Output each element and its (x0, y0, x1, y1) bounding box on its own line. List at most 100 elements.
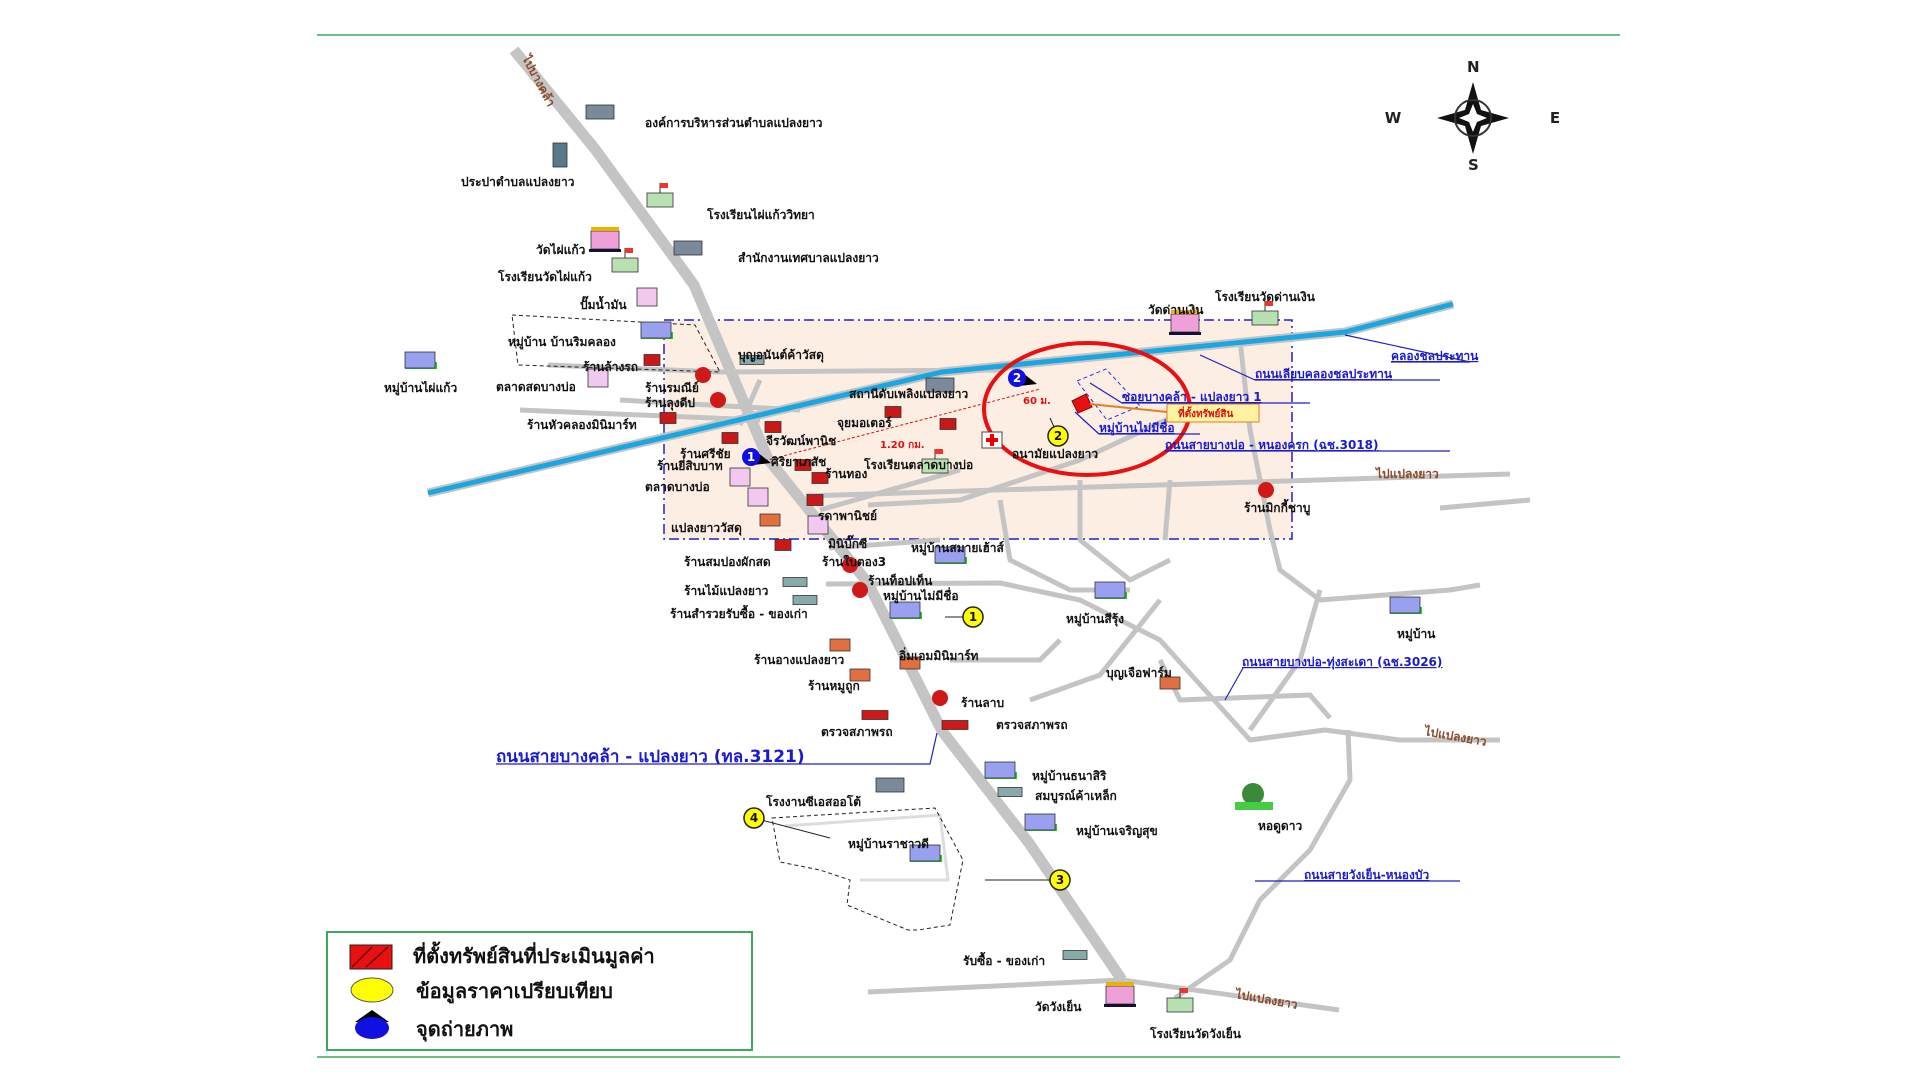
label-leader-line (1344, 334, 1471, 363)
minor-road (819, 467, 961, 513)
map-label-mickey: ร้านมิกกี้ชาบู (1244, 498, 1310, 516)
comparable-number: 1 (969, 610, 977, 624)
label-leader-line (1074, 411, 1100, 435)
photo-point-marker[interactable]: 2 (1008, 369, 1037, 387)
comparable-price-marker[interactable]: 4 (743, 807, 765, 829)
legend: ที่ตั้งทรัพย์สินที่ประเมินมูลค่า ข้อมูลร… (326, 931, 753, 1051)
school-icon (1251, 301, 1279, 326)
minor-road (805, 471, 1511, 499)
minor-road (950, 638, 1062, 663)
minor-road (828, 537, 941, 551)
map-label-v-rachawadee: หมู่บ้านราชาวดี (848, 837, 929, 852)
village-icon (1094, 581, 1127, 599)
temple-icon (1104, 982, 1136, 1007)
photo-point-number: 1 (747, 450, 755, 464)
property-parcel-outline (1076, 368, 1141, 421)
legend-comparable-label: ข้อมูลราคาเปรียบเทียบ (416, 979, 613, 1005)
compass-west: W (1385, 109, 1402, 127)
market-icon (729, 467, 751, 487)
restaurant-icon (842, 557, 858, 573)
map-label-school-wat-phaikaew: โรงเรียนวัดไผ่แก้ว (497, 269, 592, 284)
shop-icon (643, 354, 661, 366)
gas-station-icon (636, 287, 658, 307)
minor-road (1439, 497, 1531, 511)
map-label-wood: ร้านไม้แปลงยาว (684, 583, 769, 598)
map-label-municipal: สำนักงานเทศบาลแปลงยาว (738, 251, 879, 265)
map-label-wat-wangyen: วัดวังเย็น (1035, 999, 1082, 1014)
restaurant-icon (852, 582, 868, 598)
map-label-siriya: ศิริยาเภสัช (771, 455, 826, 469)
comparable-price-marker[interactable]: 2 (1047, 425, 1069, 447)
car-icon (861, 710, 889, 720)
map-label-wat-phaikaew: วัดไผ่แก้ว (536, 242, 586, 257)
shop-icon (764, 421, 782, 433)
map-label-school-phaikaew-wit: โรงเรียนไผ่แก้ววิทยา (706, 207, 815, 222)
map-label-recycle: รับซื้อ - ของเก่า (963, 951, 1045, 968)
map-label-csauto: โรงงานซีเอสออโต้ (765, 794, 861, 809)
comparable-leader-line (753, 817, 831, 839)
map-label-rada: รดาพานิชย์ (818, 509, 877, 523)
map-label-srichai: ร้านศรีชัย (680, 447, 731, 461)
map-label-v-rimkhlong: หมู่บ้าน บ้านริมคลอง (508, 335, 616, 350)
map-label-to-bangkhla: ไปบางคล้า (518, 51, 558, 109)
map-label-v-thanasiri: หมู่บ้านธนาสิริ (1032, 769, 1107, 784)
map-label-gas: ปั๊มน้ำมัน (580, 295, 627, 312)
water-tower-icon (552, 142, 568, 168)
property-tag-label: ที่ตั้งทรัพย์สิน (1178, 406, 1233, 420)
restaurant-icon (695, 367, 711, 383)
comparable-price-marker[interactable]: 1 (962, 606, 984, 628)
map-label-health: อนามัยแปลงยาว (1012, 447, 1098, 461)
restaurant-icon (932, 690, 948, 706)
map-label-huakhlong: ร้านหัวคลองมินิมาร์ท (527, 418, 637, 432)
map-label-gold: ร้านทอง (825, 467, 868, 481)
map-label-dist120: 1.20 กม. (880, 440, 925, 451)
map-label-minibigc: มินิบิ๊กซี (828, 534, 867, 551)
village-icon (1389, 596, 1422, 614)
map-label-obt: องค์การบริหารส่วนตำบลแปลงยาว (645, 116, 823, 130)
map-label-rd3026: ถนนสายบางบ่อ-ทุ่งสะเดา (ฉช.3026) (1242, 655, 1442, 670)
map-label-market: ตลาดบางบ่อ (645, 480, 710, 494)
photo-point-marker[interactable]: 1 (742, 448, 771, 466)
map-label-to-plaengyao3: ไปแปลงยาว (1374, 466, 1439, 481)
map-label-yeesib: ร้านยี่สิบบาท (657, 457, 723, 473)
map-label-rd3018: ถนนสายบางบ่อ - หนองครก (ฉช.3018) (1165, 438, 1378, 452)
map-label-sompong: ร้านสมปองผักสด (684, 555, 771, 569)
shop-icon (774, 539, 792, 551)
village-icon (984, 761, 1017, 779)
photo-point-number: 2 (1013, 371, 1021, 385)
comparable-price-marker[interactable]: 3 (1049, 869, 1071, 891)
map-label-moothook: ร้านหมูถูก (808, 679, 860, 694)
map-label-plaengyao-mat: แปลงยาววัสดุ (671, 521, 742, 536)
tree-icon (1235, 783, 1273, 810)
map-label-baitong: ร้านใบตอง3 (822, 554, 886, 569)
hospital-icon (981, 431, 1003, 449)
house-icon (829, 638, 851, 652)
minor-road (1247, 589, 1323, 732)
map-label-rommanee: ร้านรมณีย์ (645, 381, 699, 395)
shop-icon (794, 459, 812, 471)
map-label-laab: ร้านลาบ (961, 696, 1004, 710)
minor-road (1029, 598, 1162, 703)
minor-road (867, 415, 1172, 508)
comparable-number: 2 (1054, 429, 1062, 443)
map-label-lungdeep: ร้านลุงดีป (645, 396, 695, 411)
school-icon (611, 248, 639, 273)
map-label-dist60: 60 ม. (1023, 396, 1051, 407)
map-label-observatory: หอดูดาว (1258, 819, 1302, 834)
minor-road (1173, 729, 1353, 1001)
map-label-v-sirung: หมู่บ้านสีรุ้ง (1066, 612, 1124, 627)
warehouse-icon (739, 355, 765, 365)
village-icon (909, 844, 942, 862)
map-label-rd3121: ถนนสายบางคล้า - แปลงยาว (ทล.3121) (496, 747, 805, 767)
house-icon (899, 656, 921, 670)
temple-icon (589, 227, 621, 252)
shop-icon (659, 412, 677, 424)
minor-road (825, 580, 1500, 743)
label-leader-line (1089, 382, 1123, 404)
shop-icon (806, 494, 824, 506)
market-icon (587, 368, 609, 388)
map-label-inspect1: ตรวจสภาพรถ (821, 725, 893, 739)
office-building-icon (585, 104, 615, 120)
village-icon (889, 601, 922, 619)
